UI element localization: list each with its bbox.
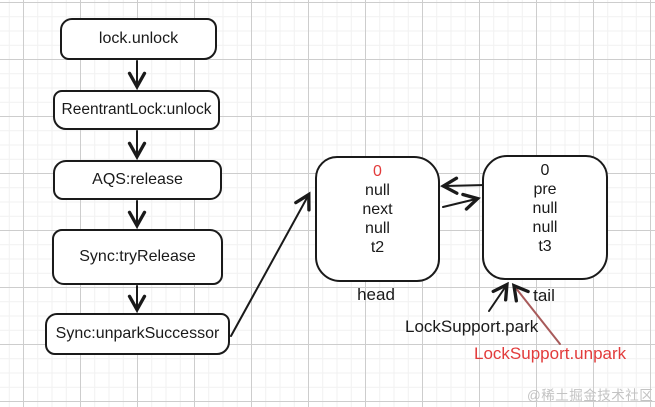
arrow-tail-to-head xyxy=(445,185,487,186)
flow-box-label: AQS:release xyxy=(92,171,183,188)
flow-box-label: ReentrantLock:unlock xyxy=(61,101,212,118)
watermark-juejin: @稀土掘金技术社区 xyxy=(527,388,654,403)
flow-box-sync-tryrelease: Sync:tryRelease xyxy=(52,229,223,285)
head-field-1: null xyxy=(365,182,390,199)
annotation-locksupport-park: LockSupport.park xyxy=(405,317,539,336)
tail-field-1: pre xyxy=(533,181,557,198)
flow-box-reentrantlock-unlock: ReentrantLock:unlock xyxy=(53,90,220,130)
tail-field-state: 0 xyxy=(540,162,550,179)
head-field-state: 0 xyxy=(373,163,382,180)
flow-box-lock-unlock: lock.unlock xyxy=(60,18,217,60)
tail-field-thread: t3 xyxy=(538,238,552,255)
tail-label: tail xyxy=(533,286,555,305)
tail-field-3: null xyxy=(532,219,558,236)
head-field-2: next xyxy=(362,201,393,218)
annotation-locksupport-unpark: LockSupport.unpark xyxy=(474,344,627,363)
head-field-3: null xyxy=(365,220,390,237)
arrow-park-to-tail xyxy=(488,286,506,312)
arrow-unparksuccessor-to-head xyxy=(230,196,308,337)
flow-box-label: Sync:tryRelease xyxy=(79,248,196,265)
flow-box-sync-unparksuccessor: Sync:unparkSuccessor xyxy=(45,313,230,355)
flow-box-label: Sync:unparkSuccessor xyxy=(55,325,220,342)
flow-box-label: lock.unlock xyxy=(98,30,179,47)
tail-field-2: null xyxy=(532,200,558,217)
head-field-thread: t2 xyxy=(370,239,385,256)
flow-box-aqs-release: AQS:release xyxy=(53,160,222,200)
arrow-head-to-tail xyxy=(442,199,476,207)
head-label: head xyxy=(357,285,395,304)
queue-node-tail: 0 pre null null t3 xyxy=(482,155,608,280)
queue-node-head: 0 null next null t2 xyxy=(315,156,440,282)
